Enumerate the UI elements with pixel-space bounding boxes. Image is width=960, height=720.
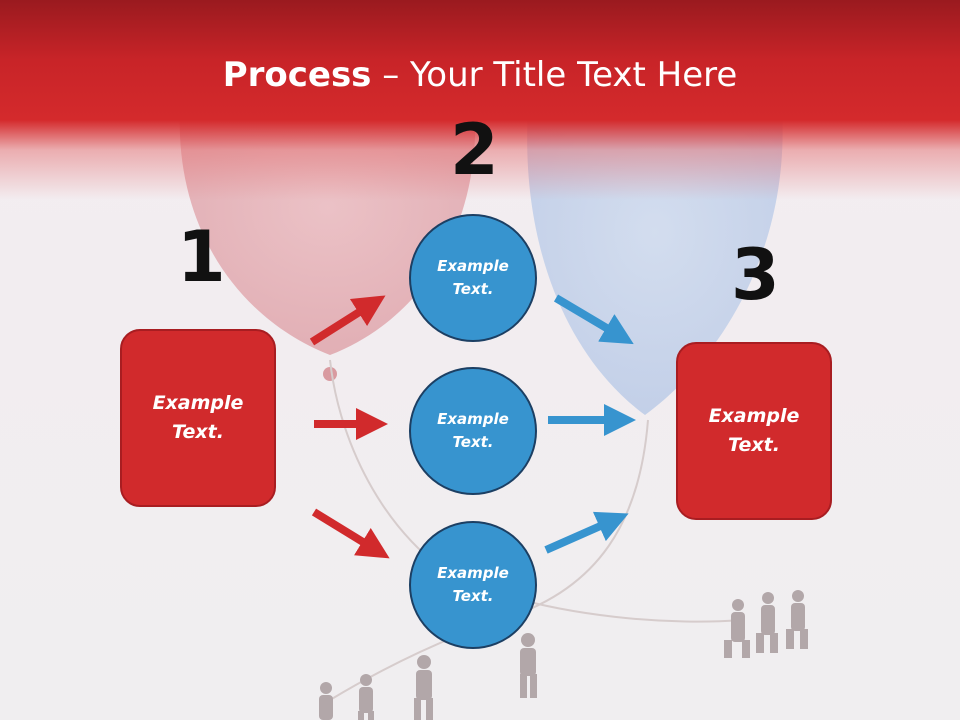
right-box-line2: Text. bbox=[728, 434, 780, 456]
title-rest: – Your Title Text Here bbox=[371, 55, 738, 95]
step-number-3: 3 bbox=[731, 234, 780, 316]
circle-bottom-line2: Text. bbox=[452, 587, 494, 605]
circle-middle-line2: Text. bbox=[452, 433, 494, 451]
step-number-2: 2 bbox=[450, 109, 499, 191]
left-box-line2: Text. bbox=[172, 421, 224, 443]
circle-bottom-line1: Example bbox=[437, 564, 509, 582]
title-bar bbox=[0, 0, 960, 200]
balloon-knot bbox=[323, 367, 337, 381]
title-bold: Process bbox=[222, 55, 372, 95]
slide-title: Process – Your Title Text Here bbox=[0, 52, 960, 98]
left-box-line1: Example bbox=[152, 392, 244, 414]
circle-top-line1: Example bbox=[437, 257, 509, 275]
people-silhouettes bbox=[319, 590, 808, 720]
circle-top-line2: Text. bbox=[452, 280, 494, 298]
right-box-line1: Example bbox=[708, 405, 800, 427]
step-number-1: 1 bbox=[177, 216, 226, 298]
circle-middle-line1: Example bbox=[437, 410, 509, 428]
